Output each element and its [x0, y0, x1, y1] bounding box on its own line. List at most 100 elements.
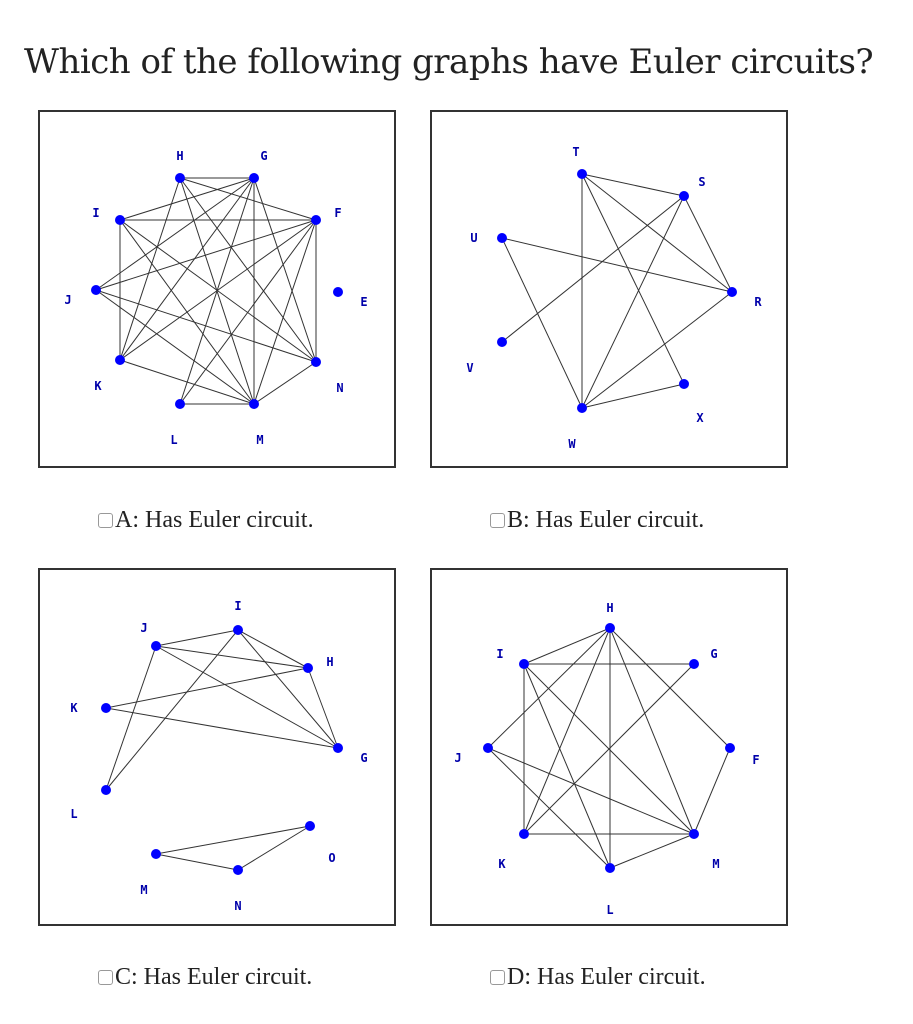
graph-d-edge-f-m: [693, 747, 731, 835]
graph-b-vertex-label-r: R: [754, 295, 762, 309]
graph-a-vertex-label-h: H: [176, 149, 183, 163]
checkbox-a[interactable]: [98, 513, 113, 528]
graph-a-vertex-l: [175, 399, 185, 409]
choice-b[interactable]: B: Has Euler circuit.: [490, 507, 704, 534]
graph-c-edge-j-h: [155, 645, 309, 669]
graph-d-vertex-label-k: K: [498, 857, 506, 871]
graph-d-edge-j-l: [487, 747, 611, 869]
graph-b-vertex-t: [577, 169, 587, 179]
graph-a-vertex-label-f: F: [334, 206, 341, 220]
graph-a-vertex-i: [115, 215, 125, 225]
graph-c-vertex-j: [151, 641, 161, 651]
graph-a-vertex-g: [249, 173, 259, 183]
graph-d-vertex-label-g: G: [710, 647, 717, 661]
graph-a-edge-g-j: [95, 177, 255, 291]
graph-a-vertex-label-g: G: [260, 149, 267, 163]
graph-c-edge-j-i: [155, 629, 239, 647]
graph-a-edge-h-f: [179, 177, 317, 221]
graph-a-edge-g-n: [253, 177, 317, 363]
graph-c-edge-k-g: [105, 707, 339, 749]
graph-a-edge-i-n: [119, 219, 317, 363]
graph-a-vertex-e: [333, 287, 343, 297]
choice-d-label: D: Has Euler circuit.: [507, 964, 706, 990]
graph-c-vertex-i: [233, 625, 243, 635]
question-text: Which of the following graphs have Euler…: [24, 42, 874, 82]
graph-c-edge-m-n: [155, 853, 239, 871]
graph-b-vertex-r: [727, 287, 737, 297]
graph-b-vertex-label-x: X: [696, 411, 704, 425]
graph-a-vertex-label-k: K: [94, 379, 102, 393]
graph-b-edge-t-s: [581, 173, 685, 197]
graph-c-vertex-label-l: L: [70, 807, 77, 821]
graph-c-vertex-label-o: O: [328, 851, 335, 865]
choice-d[interactable]: D: Has Euler circuit.: [490, 964, 706, 991]
graph-c-edge-h-g: [307, 667, 339, 749]
checkbox-c[interactable]: [98, 970, 113, 985]
graph-b-vertex-label-s: S: [698, 175, 705, 189]
choice-c[interactable]: C: Has Euler circuit.: [98, 964, 312, 991]
graph-c-vertex-label-j: J: [140, 621, 147, 635]
graph-b-edge-t-r: [581, 173, 733, 293]
graph-c-vertex-h: [303, 663, 313, 673]
graph-c-edge-j-l: [105, 645, 157, 791]
graph-c-vertex-o: [305, 821, 315, 831]
graph-a-edge-f-k: [119, 219, 317, 361]
graph-c-vertex-n: [233, 865, 243, 875]
graph-c-vertex-label-m: M: [140, 883, 147, 897]
graph-a-edge-m-n: [253, 361, 317, 405]
graph-d-edge-f-h: [609, 627, 731, 749]
graph-d-vertex-label-i: I: [496, 647, 503, 661]
graph-d-vertex-label-f: F: [752, 753, 759, 767]
graph-c-vertex-m: [151, 849, 161, 859]
graph-d-edge-l-m: [609, 833, 695, 869]
graph-a-edge-f-m: [253, 219, 317, 405]
graph-d-vertex-h: [605, 623, 615, 633]
graph-d-vertex-i: [519, 659, 529, 669]
graph-d-edge-k-g: [523, 663, 695, 835]
graph-d-vertex-label-j: J: [454, 751, 461, 765]
graph-d-edge-h-j: [487, 627, 611, 749]
graph-b-edge-u-w: [501, 237, 583, 409]
graph-a-vertex-f: [311, 215, 321, 225]
graph-b-edge-w-r: [581, 291, 733, 409]
graph-c-vertex-label-g: G: [360, 751, 367, 765]
graph-b-vertex-u: [497, 233, 507, 243]
graph-c-vertex-label-h: H: [326, 655, 333, 669]
graph-d-edge-h-m: [609, 627, 695, 835]
checkbox-d[interactable]: [490, 970, 505, 985]
checkbox-b[interactable]: [490, 513, 505, 528]
graph-a-vertex-j: [91, 285, 101, 295]
graph-c-edge-j-g: [155, 645, 339, 749]
graph-b-vertex-label-w: W: [568, 437, 576, 451]
graph-a-vertex-label-i: I: [92, 206, 99, 220]
graph-d-edge-i-h: [523, 627, 611, 665]
graph-d-edge-j-m: [487, 747, 695, 835]
graph-d-vertex-l: [605, 863, 615, 873]
graph-d-vertex-k: [519, 829, 529, 839]
graph-c-vertex-label-n: N: [234, 899, 241, 913]
graph-b-edge-u-r: [501, 237, 733, 293]
graph-d-edge-h-k: [523, 627, 611, 835]
graph-a-edge-g-i: [119, 177, 255, 221]
graph-d-vertex-g: [689, 659, 699, 669]
graph-a-edge-j-f: [95, 219, 317, 291]
graph-a-vertex-k: [115, 355, 125, 365]
graph-c-edge-i-h: [237, 629, 309, 669]
choice-a-label: A: Has Euler circuit.: [115, 507, 314, 533]
choice-b-label: B: Has Euler circuit.: [507, 507, 705, 533]
graph-a-vertex-label-m: M: [256, 433, 263, 447]
graph-a-edge-k-m: [119, 359, 255, 405]
graph-a-edge-j-m: [95, 289, 255, 405]
graph-b-vertex-w: [577, 403, 587, 413]
graph-a-edge-h-n: [179, 177, 317, 363]
graph-b-edge-s-v: [501, 195, 685, 343]
choice-a[interactable]: A: Has Euler circuit.: [98, 507, 314, 534]
graph-c-edge-k-h: [105, 667, 309, 709]
graph-a-edge-j-n: [95, 289, 317, 363]
graph-d-vertex-label-l: L: [606, 903, 613, 917]
